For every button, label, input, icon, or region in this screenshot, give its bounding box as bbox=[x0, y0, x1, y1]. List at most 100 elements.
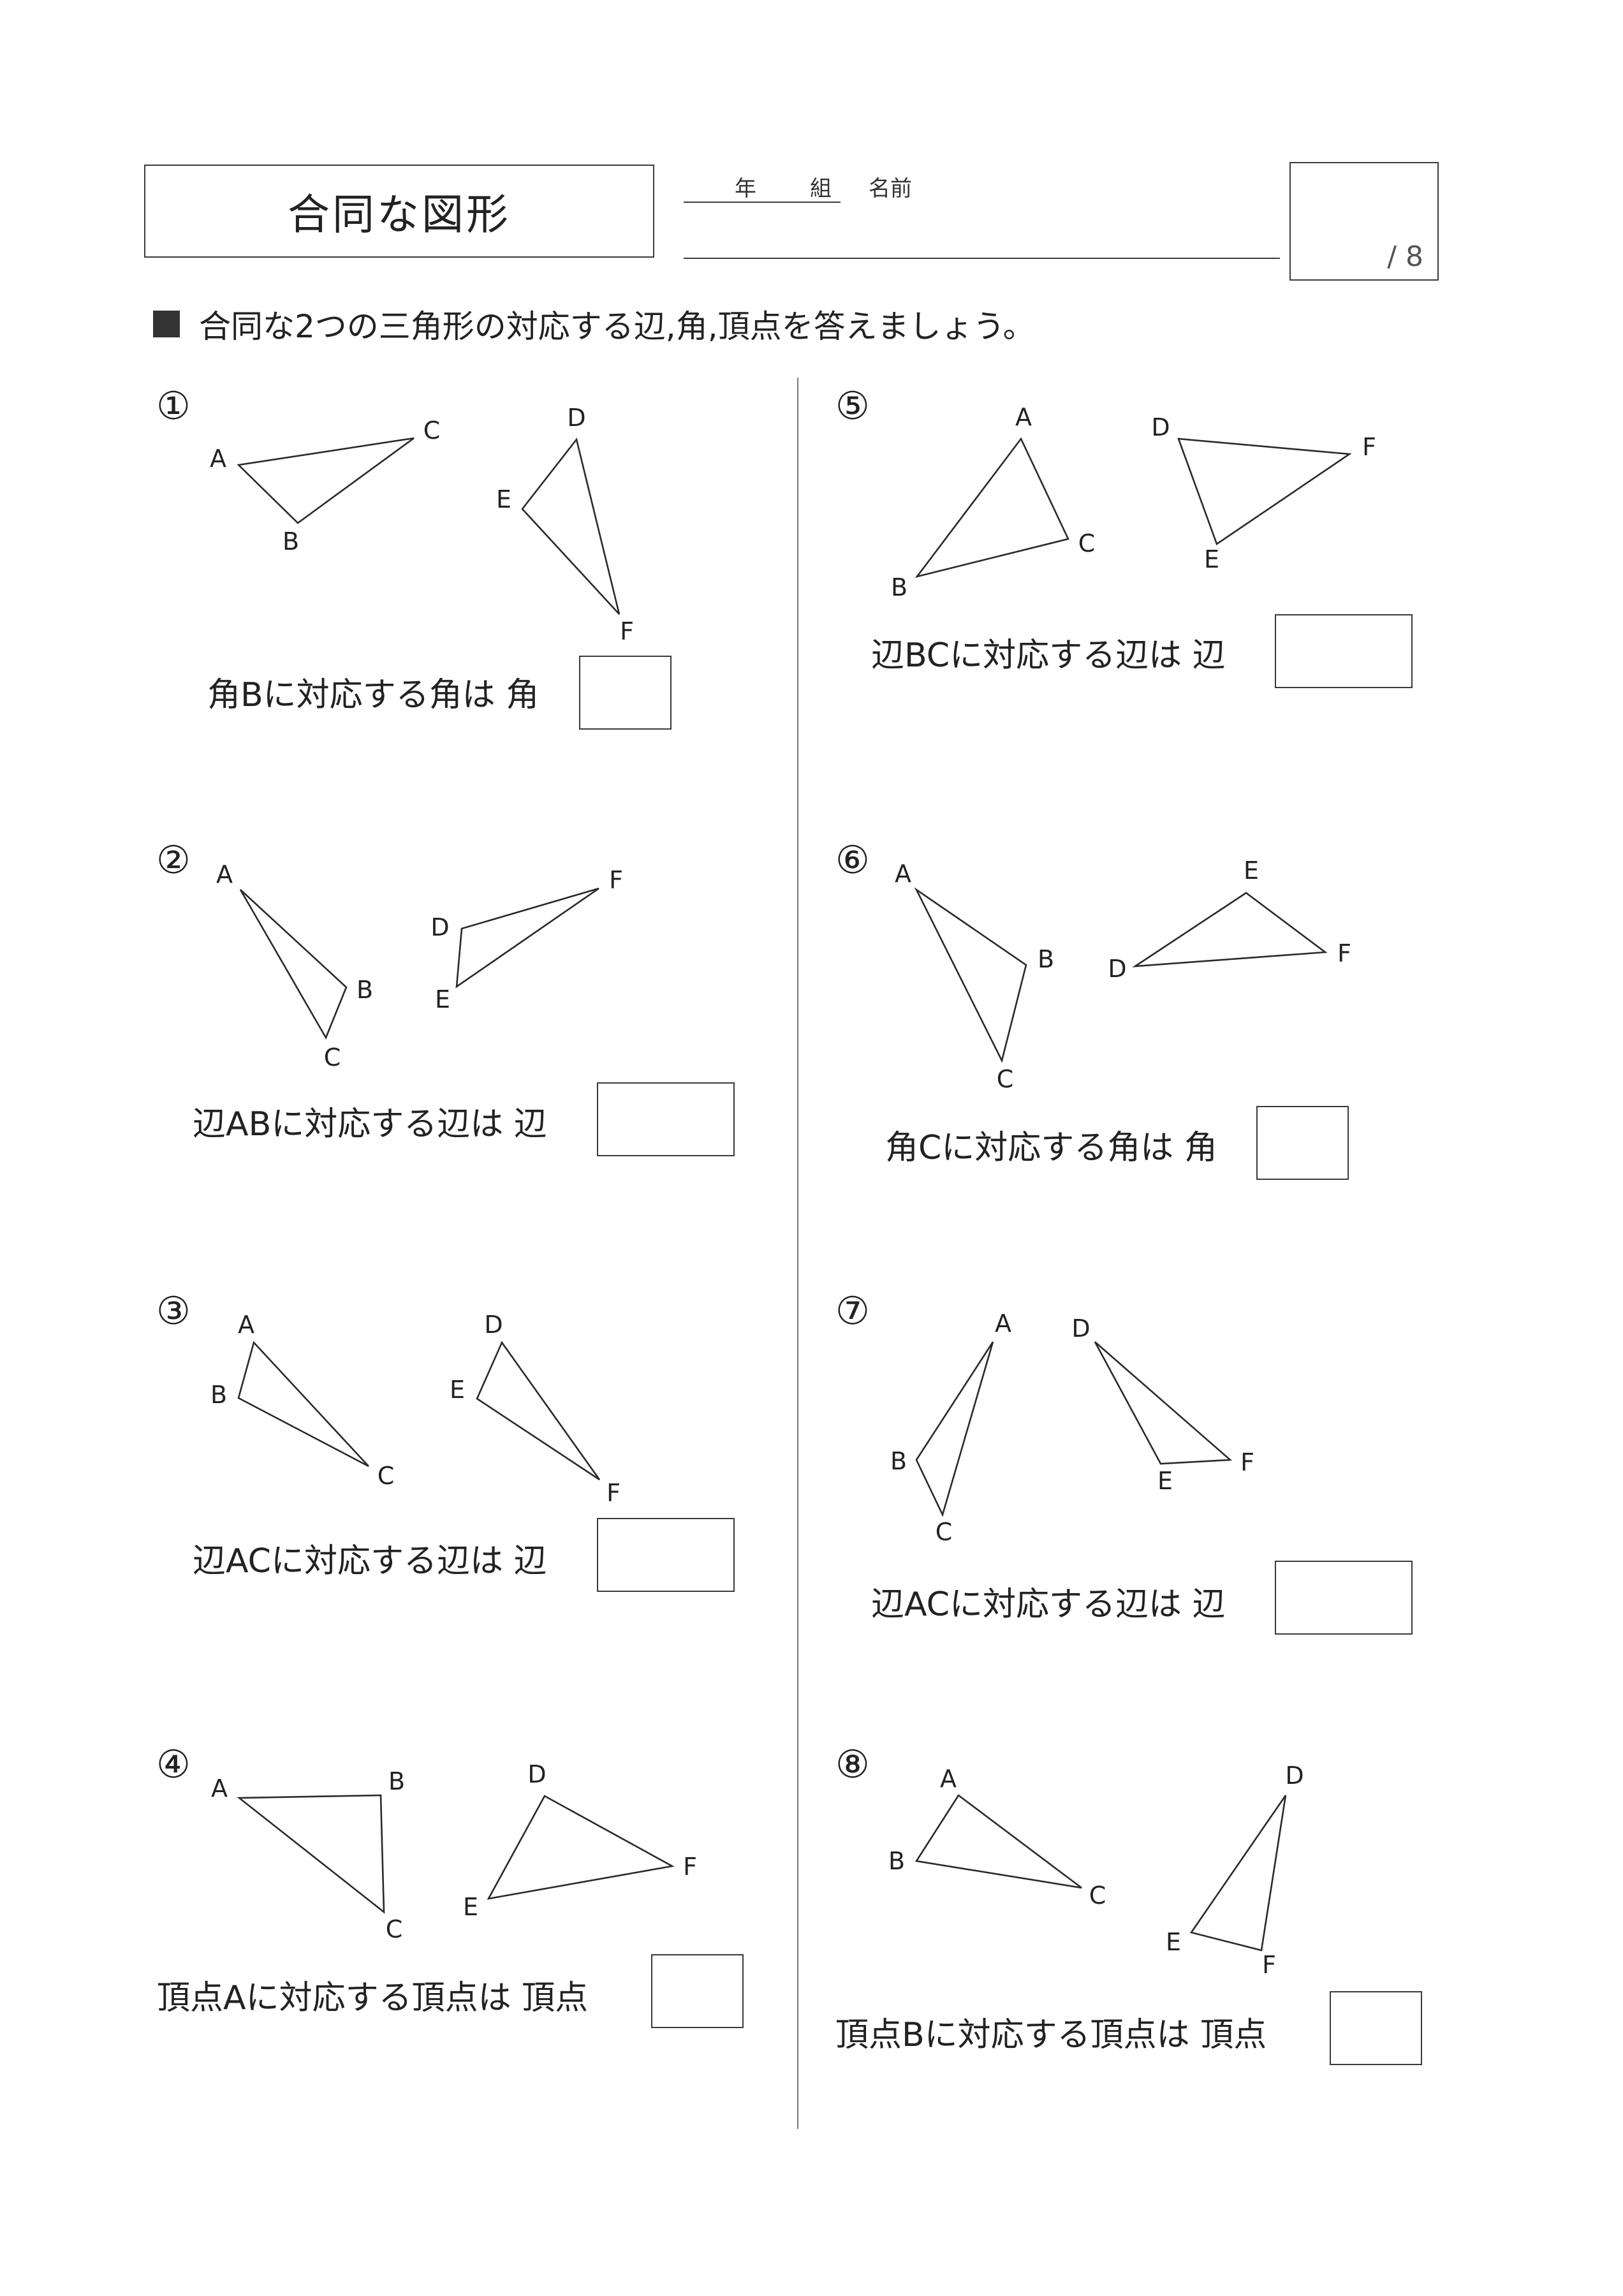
vertex-label: A bbox=[940, 1765, 957, 1793]
triangle-def-4 bbox=[487, 1795, 675, 1900]
question-4: 頂点Aに対応する頂点は 頂点 bbox=[157, 1979, 589, 2017]
answer-box-7[interactable] bbox=[1275, 1561, 1413, 1635]
vertex-label: B bbox=[210, 1381, 227, 1409]
vertex-label: C bbox=[997, 1065, 1014, 1093]
instruction-text: 合同な2つの三角形の対応する辺,角,頂点を答えましょう。 bbox=[199, 308, 1035, 345]
question-8: 頂点Bに対応する頂点は 頂点 bbox=[835, 2016, 1267, 2054]
problem-number-6: ⑥ bbox=[835, 838, 870, 883]
triangle-abc-2 bbox=[239, 889, 348, 1040]
score-total: / 8 bbox=[1387, 240, 1423, 273]
question-7: 辺ACに対応する辺は 辺 bbox=[871, 1586, 1226, 1624]
triangle-abc-7 bbox=[915, 1341, 994, 1517]
bullet-square-icon bbox=[153, 311, 180, 337]
vertex-label: D bbox=[1108, 955, 1126, 983]
problem-number-5: ⑤ bbox=[835, 384, 870, 429]
triangle-def-6 bbox=[1132, 892, 1328, 968]
vertex-label: F bbox=[609, 866, 623, 894]
vertex-label: C bbox=[423, 416, 441, 445]
vertex-label: E bbox=[450, 1376, 465, 1404]
triangle-abc-6 bbox=[914, 887, 1027, 1063]
grade-label: 年 bbox=[735, 176, 756, 202]
problem-number-7: ⑦ bbox=[835, 1289, 870, 1334]
column-divider bbox=[797, 378, 798, 2129]
vertex-label: E bbox=[1157, 1467, 1173, 1495]
vertex-label: D bbox=[484, 1311, 503, 1339]
worksheet-title: 合同な図形 bbox=[144, 165, 654, 258]
vertex-label: E bbox=[1204, 545, 1219, 573]
name-label: 名前 bbox=[869, 176, 912, 202]
vertex-label: D bbox=[430, 913, 449, 941]
vertex-label: E bbox=[1244, 857, 1259, 885]
answer-box-6[interactable] bbox=[1256, 1106, 1349, 1180]
vertex-label: F bbox=[683, 1853, 697, 1881]
triangle-def-5 bbox=[1177, 438, 1352, 546]
class-label: 組 bbox=[810, 176, 832, 202]
vertex-label: A bbox=[895, 860, 911, 888]
vertex-label: B bbox=[888, 1847, 905, 1875]
vertex-label: B bbox=[1038, 945, 1054, 973]
problem-number-4: ④ bbox=[156, 1742, 191, 1787]
vertex-label: D bbox=[1071, 1314, 1090, 1343]
triangle-def-8 bbox=[1189, 1795, 1287, 1952]
answer-box-8[interactable] bbox=[1330, 1991, 1422, 2065]
vertex-label: B bbox=[388, 1767, 405, 1795]
vertex-label: D bbox=[567, 404, 585, 432]
vertex-label: C bbox=[386, 1915, 403, 1943]
vertex-label: A bbox=[995, 1309, 1011, 1337]
triangle-abc-5 bbox=[914, 437, 1069, 578]
grade-class-underline bbox=[684, 202, 841, 203]
vertex-label: E bbox=[435, 985, 450, 1013]
triangle-abc-8 bbox=[914, 1794, 1082, 1889]
answer-box-3[interactable] bbox=[597, 1518, 735, 1592]
vertex-label: E bbox=[1166, 1928, 1181, 1956]
question-6: 角Cに対応する角は 角 bbox=[885, 1129, 1217, 1167]
vertex-label: A bbox=[238, 1311, 254, 1339]
triangle-abc-4 bbox=[237, 1794, 385, 1914]
triangle-abc-3 bbox=[237, 1341, 369, 1468]
vertex-label: D bbox=[527, 1760, 546, 1788]
vertex-label: E bbox=[496, 485, 511, 513]
vertex-label: A bbox=[1015, 403, 1032, 431]
vertex-label: F bbox=[620, 617, 634, 645]
problem-number-1: ① bbox=[156, 384, 191, 429]
vertex-label: B bbox=[283, 527, 299, 556]
vertex-label: B bbox=[891, 573, 907, 601]
answer-box-1[interactable] bbox=[579, 656, 672, 730]
question-5: 辺BCに対応する辺は 辺 bbox=[871, 637, 1226, 675]
vertex-label: E bbox=[463, 1893, 478, 1921]
vertex-label: B bbox=[890, 1447, 907, 1475]
vertex-label: A bbox=[216, 860, 233, 888]
vertex-label: C bbox=[936, 1518, 953, 1546]
instruction: 合同な2つの三角形の対応する辺,角,頂点を答えましょう。 bbox=[153, 301, 1035, 347]
vertex-label: F bbox=[606, 1479, 621, 1507]
vertex-label: A bbox=[210, 445, 226, 473]
answer-box-2[interactable] bbox=[597, 1082, 735, 1156]
vertex-label: C bbox=[1089, 1881, 1106, 1910]
triangle-def-7 bbox=[1094, 1341, 1233, 1465]
name-field-line[interactable] bbox=[684, 258, 1280, 259]
answer-box-4[interactable] bbox=[651, 1954, 744, 2028]
triangle-def-2 bbox=[455, 887, 599, 989]
vertex-label: C bbox=[378, 1462, 395, 1490]
answer-box-5[interactable] bbox=[1275, 614, 1413, 688]
problem-number-3: ③ bbox=[156, 1289, 191, 1334]
vertex-label: C bbox=[1078, 529, 1096, 557]
vertex-label: F bbox=[1337, 939, 1351, 968]
vertex-label: F bbox=[1262, 1951, 1276, 1979]
vertex-label: A bbox=[211, 1774, 228, 1802]
triangle-def-3 bbox=[476, 1341, 601, 1481]
vertex-label: F bbox=[1240, 1448, 1254, 1476]
vertex-label: B bbox=[356, 976, 373, 1004]
triangle-def-1 bbox=[521, 438, 621, 615]
question-1: 角Bに対応する角は 角 bbox=[207, 676, 540, 714]
vertex-label: D bbox=[1151, 413, 1170, 441]
problem-number-8: ⑧ bbox=[835, 1742, 870, 1787]
question-2: 辺ABに対応する辺は 辺 bbox=[193, 1105, 547, 1144]
score-box[interactable]: / 8 bbox=[1289, 162, 1439, 281]
vertex-label: D bbox=[1285, 1762, 1304, 1790]
question-3: 辺ACに対応する辺は 辺 bbox=[193, 1542, 547, 1580]
vertex-label: C bbox=[324, 1043, 341, 1071]
triangle-abc-1 bbox=[237, 437, 415, 524]
problem-number-2: ② bbox=[156, 838, 191, 883]
